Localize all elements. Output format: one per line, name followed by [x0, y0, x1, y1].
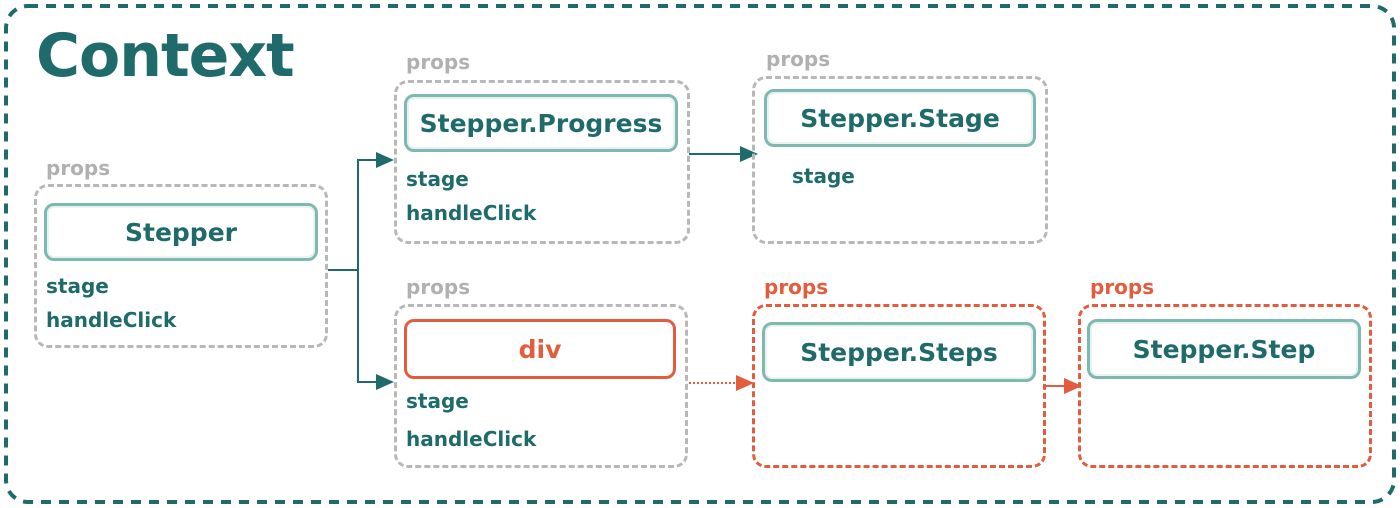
stage-props-label: props: [766, 47, 831, 71]
steps-props-label: props: [764, 275, 829, 299]
stepper-prop-handleclick: handleClick: [46, 308, 177, 332]
stage-props-group: [752, 76, 1048, 244]
stepper-component: Stepper: [44, 203, 318, 261]
steps-props-group: [752, 304, 1046, 468]
progress-props-label: props: [406, 50, 471, 74]
div-prop-stage: stage: [406, 389, 469, 413]
stepper-props-group: [34, 184, 328, 348]
stage-prop-stage: stage: [792, 164, 855, 188]
progress-prop-stage: stage: [406, 167, 469, 191]
context-frame: [4, 4, 1396, 504]
progress-props-group: [394, 80, 690, 244]
div-props-label: props: [406, 275, 471, 299]
progress-component: Stepper.Progress: [404, 94, 678, 152]
context-frame-border: [4, 4, 1396, 504]
steps-component: Stepper.Steps: [762, 322, 1036, 382]
stepper-props-label: props: [46, 156, 111, 180]
arrow-stepper-to-children: [328, 152, 394, 390]
stepper-prop-stage: stage: [46, 274, 109, 298]
div-component: div: [404, 319, 676, 379]
stage-component: Stepper.Stage: [764, 89, 1036, 147]
div-props-group: [394, 304, 688, 468]
div-prop-handleclick: handleClick: [406, 427, 537, 451]
step-component: Stepper.Step: [1087, 319, 1361, 379]
step-props-label: props: [1090, 275, 1155, 299]
step-props-group: [1078, 304, 1372, 468]
diagram-title: Context: [36, 21, 295, 91]
progress-prop-handleclick: handleClick: [406, 201, 537, 225]
